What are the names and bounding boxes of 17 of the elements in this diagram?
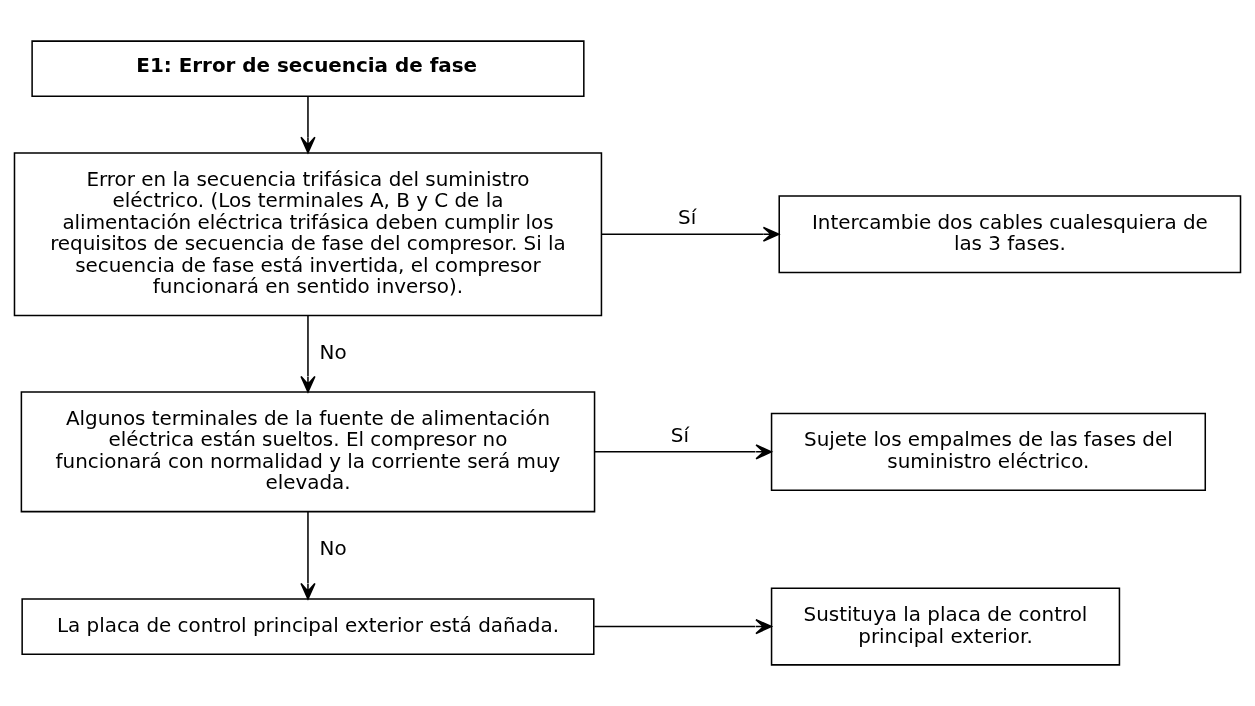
- node-box: Intercambie dos cables cualesquiera de las 3 fases.: [778, 195, 1242, 274]
- node-box: Sustituya la placa de control principal exterior.: [770, 587, 1121, 666]
- edge-label: Sí: [670, 423, 689, 447]
- arrow: [300, 314, 316, 393]
- node-box: La placa de control principal exterior está dañada.: [21, 598, 595, 655]
- edge-label: No: [319, 537, 347, 561]
- edge-label: Sí: [678, 206, 697, 230]
- arrow: [593, 444, 773, 460]
- arrow: [593, 618, 773, 635]
- arrow: [300, 95, 316, 154]
- node-box: Sujete los empalmes de las fases del suministro eléctrico.: [770, 412, 1207, 491]
- arrow: [300, 511, 316, 600]
- node-box: E1: Error de secuencia de fase: [31, 40, 585, 98]
- edge-label: No: [319, 340, 347, 364]
- node-box: Error en la secuencia trifásica del suministro eléctrico. (Los terminales A, B y C de la alimentación eléctrica trifásica deben cumplir los requisitos de secuencia de fase del compresor. Si la secuencia de fase está invertida, el compresor funcionará en sentido inverso).: [13, 152, 603, 317]
- arrow: [600, 226, 780, 242]
- node-box: Algunos terminales de la fuente de alimentación eléctrica están sueltos. El compresor no funcionará con normalidad y la corriente será muy elevada.: [20, 391, 596, 513]
